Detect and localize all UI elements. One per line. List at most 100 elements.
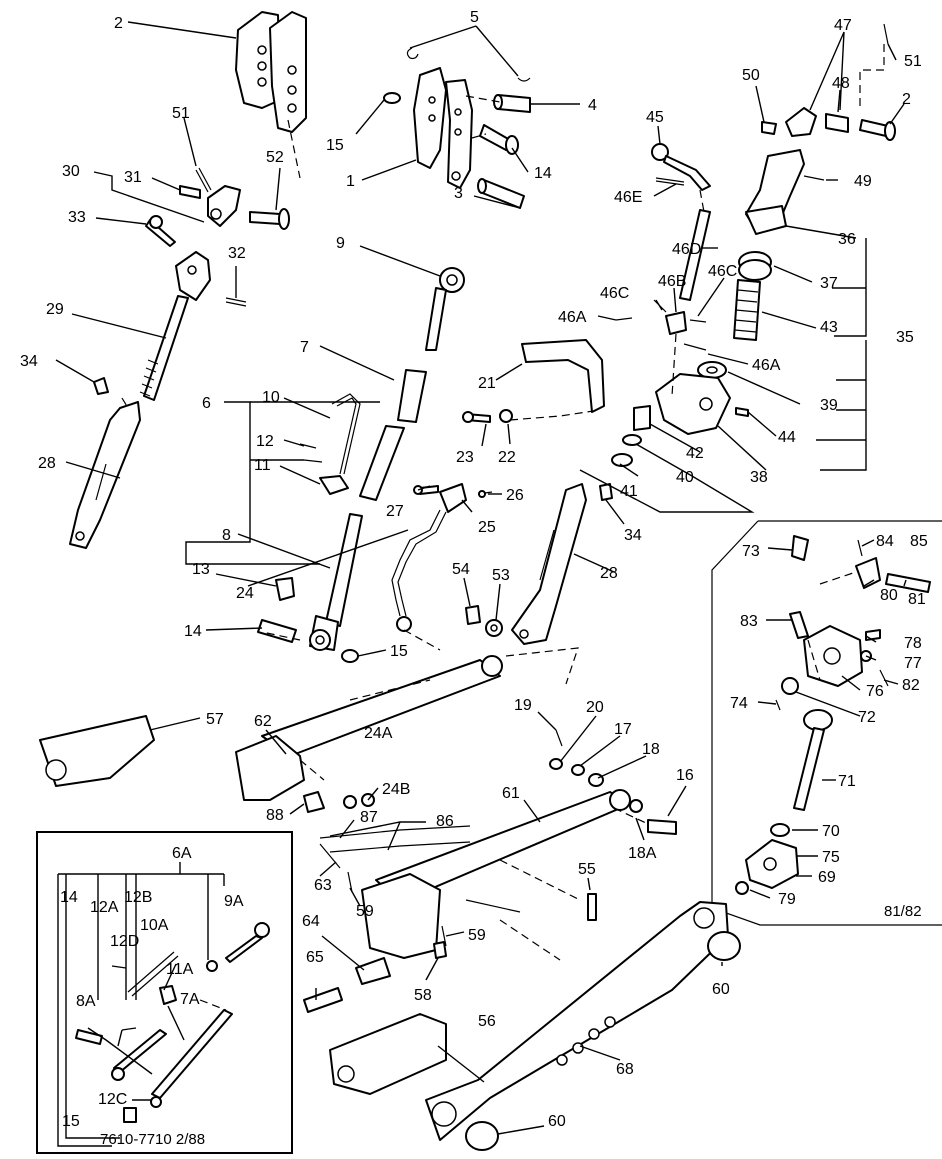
callout-55: 55	[578, 861, 596, 878]
handle-part-45	[651, 143, 711, 191]
clevis-part-31	[179, 185, 241, 227]
lift-link-part-28-right	[511, 483, 587, 645]
callout-46D: 46D	[672, 241, 701, 258]
lower-link-part-68	[425, 901, 729, 1141]
callout-11: 11	[254, 457, 271, 474]
callout-12: 12	[256, 433, 274, 450]
washer-part-70	[770, 823, 790, 837]
bushing-part-60-top	[707, 931, 741, 961]
pin-part-2-right	[859, 119, 896, 141]
callout-49: 49	[854, 173, 872, 190]
callout-41: 41	[620, 483, 638, 500]
leader-lines	[55, 21, 907, 1147]
callout-38: 38	[750, 469, 768, 486]
callout-43: 43	[820, 319, 838, 336]
screw-part-78	[865, 629, 881, 641]
lever-part-36	[745, 149, 805, 235]
gear-part-37	[738, 251, 772, 281]
callout-10A: 10A	[140, 917, 169, 934]
callout-10: 10	[262, 389, 280, 406]
ring-part-41	[611, 453, 633, 467]
callout-42: 42	[686, 445, 704, 462]
inset-clip-part-15	[123, 1107, 137, 1123]
bolt-part-23	[462, 411, 491, 423]
bolt-part-79	[735, 881, 749, 895]
callout-2: 2	[902, 91, 911, 108]
block-part-46B	[665, 311, 687, 335]
callout-8A: 8A	[76, 993, 96, 1010]
callout-5: 5	[470, 9, 479, 26]
callout-88: 88	[266, 807, 284, 824]
lift-arm-part-61	[361, 789, 631, 959]
housing-part-76	[803, 625, 863, 687]
callout-19: 19	[514, 697, 532, 714]
bracket-part-47	[785, 107, 817, 137]
rod-part-63	[319, 843, 341, 869]
callout-82: 82	[902, 677, 920, 694]
callout-15: 15	[326, 137, 344, 154]
nut-part-72	[781, 677, 799, 695]
callout-33: 33	[68, 209, 86, 226]
callout-34: 34	[20, 353, 38, 370]
pin-part-51-right	[883, 23, 889, 45]
callout-60: 60	[548, 1113, 566, 1130]
callout-62: 62	[254, 713, 272, 730]
inset-clip-part-11A	[159, 985, 177, 1005]
bushing-part-60-bottom	[465, 1121, 499, 1151]
clip-part-13	[275, 577, 295, 601]
pin-part-33	[145, 215, 176, 247]
callout-17: 17	[614, 721, 632, 738]
inset-year-label: 81/82	[884, 903, 922, 920]
callout-56: 56	[478, 1013, 496, 1030]
callout-36: 36	[838, 231, 856, 248]
callout-73: 73	[742, 543, 760, 560]
callout-13: 13	[192, 561, 210, 578]
clip-part-11	[319, 475, 349, 495]
callout-15: 15	[62, 1113, 80, 1130]
lift-rod-part-29	[143, 251, 211, 401]
thread-part-29	[139, 359, 159, 397]
inset-box-6A	[36, 831, 293, 1154]
housing-part-75	[745, 839, 799, 889]
callout-65: 65	[306, 949, 324, 966]
bushing-part-42	[633, 405, 651, 431]
washer-part-39	[697, 361, 727, 379]
callout-87: 87	[360, 809, 378, 826]
callout-21: 21	[478, 375, 496, 392]
pin-part-14-top	[479, 124, 519, 155]
spring-part-49	[803, 175, 825, 181]
callout-51: 51	[904, 53, 922, 70]
handle-part-65	[303, 987, 343, 1013]
callout-29: 29	[46, 301, 64, 318]
callout-54: 54	[452, 561, 470, 578]
housing-part-38	[655, 373, 731, 435]
clip-part-15-mid	[341, 649, 359, 663]
pin-part-82	[879, 669, 889, 687]
callout-48: 48	[832, 75, 850, 92]
callout-59: 59	[356, 903, 374, 920]
callout-28: 28	[38, 455, 56, 472]
callout-9: 9	[336, 235, 345, 252]
pins-part-59	[347, 871, 447, 947]
bracket-part-2	[235, 11, 307, 133]
callout-46E: 46E	[614, 189, 642, 206]
shaft-part-46D	[679, 209, 711, 301]
callout-labels: 2 5 47 51 50 48 2 4 15 45 51 52 30 31 14…	[20, 9, 928, 1130]
callout-28: 28	[600, 565, 618, 582]
callout-63: 63	[314, 877, 332, 894]
callout-40: 40	[676, 469, 694, 486]
callout-83: 83	[740, 613, 758, 630]
rod-part-8	[309, 513, 363, 651]
grease-fitting-34-left	[93, 377, 109, 395]
washers-part-17-18	[571, 764, 643, 813]
inset-pins-part-12	[111, 965, 137, 1031]
clip-part-54	[465, 605, 481, 625]
pin-part-51-left	[195, 167, 212, 193]
inset-washer-part-9A	[206, 960, 218, 972]
callout-59: 59	[468, 927, 486, 944]
pin-part-84	[857, 539, 863, 557]
callout-14: 14	[60, 889, 78, 906]
callout-12B: 12B	[124, 889, 152, 906]
pin-part-46E	[655, 177, 685, 186]
